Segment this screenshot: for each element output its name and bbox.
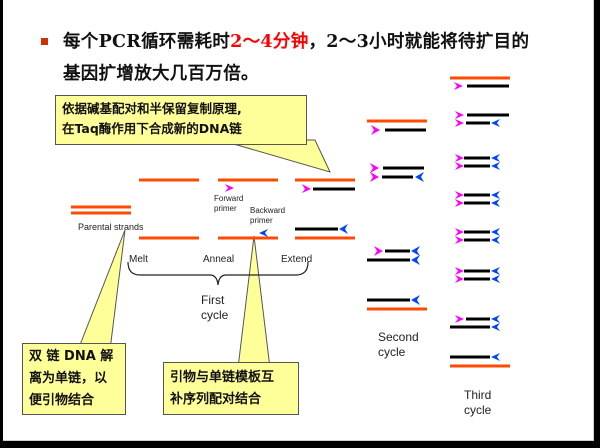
backward-primer-icon [491, 267, 500, 275]
backward-primer-icon [491, 154, 500, 162]
third-cycle-pairs [455, 154, 500, 283]
label-text: primer [214, 204, 237, 213]
backward-primer-icon [491, 162, 500, 170]
backward-primer-icon [491, 353, 500, 361]
label-text: Backward [250, 206, 286, 215]
forward-primer-icon [370, 163, 379, 173]
forward-primer-icon [302, 184, 311, 193]
backward-primer-icon [491, 315, 500, 323]
backward-primer-icon [411, 295, 420, 305]
bottom-left-callout: 双 链 DNA 解 离为单链，以 便引物结合 [22, 343, 126, 415]
melt-step [139, 178, 199, 240]
backward-primer-icon [415, 172, 424, 182]
backward-primer-icon [491, 119, 500, 127]
forward-primer-icon [455, 154, 464, 162]
forward-primer-label: Forward primer [214, 194, 243, 214]
callout-text: 双 链 DNA 解 [29, 349, 114, 364]
second-cycle-label: Second cycle [378, 330, 419, 360]
label-text: primer [250, 216, 273, 225]
forward-primer-icon [455, 162, 464, 170]
label-text: Third [464, 388, 492, 402]
label-text: cycle [464, 403, 492, 417]
third-cycle [450, 76, 510, 127]
label-text: cycle [201, 308, 229, 322]
label-text: Forward [214, 194, 244, 203]
anneal-step [218, 178, 278, 240]
backward-primer-icon [411, 246, 420, 256]
forward-primer-icon [455, 315, 464, 323]
callout-text: 便引物结合 [29, 393, 95, 408]
callout-text: 引物与单链模板互 [170, 370, 275, 385]
backward-primer-label: Backward primer [250, 206, 285, 226]
callout-text: 补序列配对结合 [170, 392, 262, 407]
third-cycle-tail [450, 315, 510, 368]
label-text: Second [378, 330, 419, 344]
backward-primer-icon [411, 255, 420, 265]
top-callout: 依据碱基配对和半保留复制原理, 在Taq酶作用下合成新的DNA链 [55, 95, 307, 145]
second-cycle [367, 119, 427, 311]
middle-callout-pointer [237, 235, 271, 369]
backward-primer-icon [491, 199, 500, 207]
backward-primer-icon [491, 275, 500, 283]
label-text: First [201, 293, 225, 307]
backward-primer-icon [491, 228, 500, 236]
first-cycle-brace [127, 261, 309, 286]
callout-text: 离为单链，以 [29, 371, 108, 386]
backward-primer-icon [491, 191, 500, 199]
parental-strands [71, 205, 131, 215]
title-line-2: 基因扩增放大几百万倍。 [63, 64, 259, 84]
forward-primer-icon [455, 111, 464, 119]
backward-primer-icon [259, 229, 268, 237]
anneal-label: Anneal [203, 254, 235, 265]
forward-primer-icon [374, 246, 383, 256]
forward-primer-icon [370, 172, 379, 182]
callout-text: 依据碱基配对和半保留复制原理, [62, 101, 242, 116]
bottom-middle-callout: 引物与单链模板互 补序列配对结合 [163, 362, 299, 415]
forward-primer-icon [455, 236, 464, 244]
forward-primer-icon [455, 119, 464, 127]
backward-primer-icon [491, 323, 500, 331]
backward-primer-icon [339, 224, 348, 234]
callout-text: 在Taq酶作用下合成新的DNA链 [62, 121, 242, 136]
forward-primer-icon [455, 267, 464, 275]
extend-step [295, 178, 355, 240]
extend-label: Extend [281, 254, 313, 265]
forward-primer-icon [454, 82, 463, 90]
left-callout-pointer [77, 229, 126, 351]
title-highlight: 2～4分钟 [230, 32, 309, 52]
parental-strands-label: Parental strands [78, 222, 144, 232]
forward-primer-icon [455, 191, 464, 199]
melt-label: Melt [129, 254, 148, 265]
bullet-icon [41, 38, 48, 45]
title-line-1: 每个PCR循环需耗时2～4分钟，2～3小时就能将待扩目的 [63, 28, 529, 53]
forward-primer-icon [455, 199, 464, 207]
backward-primer-icon [491, 236, 500, 244]
title-text-suffix: ，2～3小时就能将待扩目的 [308, 32, 530, 52]
first-cycle-label: First cycle [201, 293, 228, 323]
forward-primer-icon [225, 184, 234, 192]
forward-primer-icon [371, 125, 380, 135]
label-text: cycle [378, 345, 406, 359]
title-text: 每个PCR循环需耗时 [63, 32, 231, 52]
forward-primer-icon [455, 275, 464, 283]
forward-primer-icon [455, 228, 464, 236]
third-cycle-label: Third cycle [464, 388, 491, 418]
